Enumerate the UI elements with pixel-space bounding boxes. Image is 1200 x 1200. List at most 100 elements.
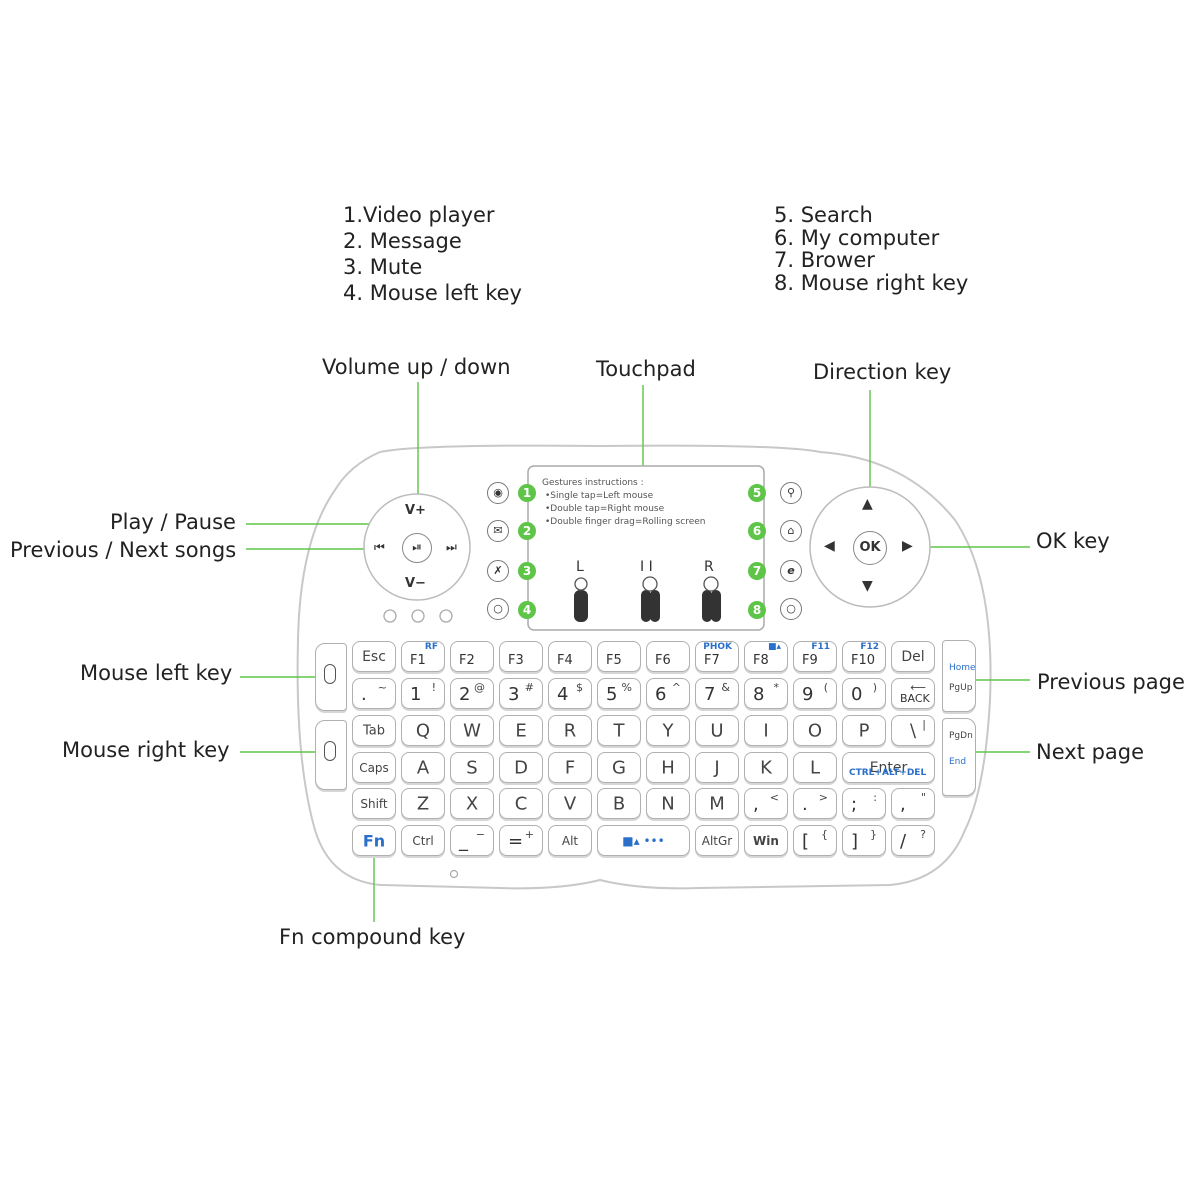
my-computer-icon[interactable]: ⌂ [780,520,802,542]
key-9[interactable]: 9( [793,678,837,709]
legend-right-item: 7. Brower [774,248,875,272]
key-win[interactable]: Win [744,825,788,856]
previous-song-button[interactable]: ⏮ [374,540,385,554]
key-symbol[interactable]: /? [891,825,935,856]
key-y[interactable]: Y [646,715,690,746]
key-x[interactable]: X [450,788,494,819]
key-symbol[interactable]: _− [450,825,494,856]
key-l[interactable]: L [793,752,837,783]
key-symbol[interactable]: .~ [352,678,396,709]
ok-button[interactable]: OK [853,531,887,565]
touchpad-line-2: •Double tap=Right mouse [545,504,665,514]
key-f5[interactable]: F5 [597,641,641,672]
pgdn-end-key[interactable]: PgDn End [942,718,976,796]
mouse-left-side-button[interactable] [315,643,347,711]
key-symbol[interactable]: ," [891,788,935,819]
key-f8[interactable]: F8■▴ [744,641,788,672]
key-u[interactable]: U [695,715,739,746]
key-t[interactable]: T [597,715,641,746]
key-8[interactable]: 8* [744,678,788,709]
key-symbol[interactable]: ;: [842,788,886,819]
volume-down-button[interactable]: V− [405,576,426,591]
key-o[interactable]: O [793,715,837,746]
key-shift-label: @ [474,681,485,694]
key-shift[interactable]: Shift [352,788,396,819]
key-del[interactable]: Del [891,641,935,672]
play-pause-button[interactable]: ⏯ [402,533,432,563]
mouse-right-side-button[interactable] [315,720,347,790]
key-2[interactable]: 2@ [450,678,494,709]
key-symbol[interactable]: ,< [744,788,788,819]
key-back[interactable]: BACK⟵ [891,678,935,709]
key-symbol[interactable]: ■▴ ••• [597,825,690,856]
key-z[interactable]: Z [401,788,445,819]
key-v[interactable]: V [548,788,592,819]
browser-icon[interactable]: e [780,560,802,582]
key-w[interactable]: W [450,715,494,746]
legend-left-item: 1.Video player [343,203,495,227]
key-i[interactable]: I [744,715,788,746]
mouse-left-icon[interactable]: ○ [487,598,509,620]
key-f3[interactable]: F3 [499,641,543,672]
key-c[interactable]: C [499,788,543,819]
key-symbol[interactable]: ]} [842,825,886,856]
key-altgr[interactable]: AltGr [695,825,739,856]
key-1[interactable]: 1! [401,678,445,709]
key-d[interactable]: D [499,752,543,783]
key-symbol[interactable]: [{ [793,825,837,856]
key-6[interactable]: 6^ [646,678,690,709]
key-5[interactable]: 5% [597,678,641,709]
key-f2[interactable]: F2 [450,641,494,672]
key-3[interactable]: 3# [499,678,543,709]
mute-icon[interactable]: ✗ [487,560,509,582]
arrow-right-button[interactable]: ▶ [902,538,913,554]
key-label: 2 [459,684,471,705]
key-q[interactable]: Q [401,715,445,746]
touchpad-letter-l: L [576,559,584,575]
arrow-up-button[interactable]: ▲ [862,496,873,512]
arrow-left-button[interactable]: ◀ [824,538,835,554]
key-alt[interactable]: Alt [548,825,592,856]
volume-up-button[interactable]: V+ [405,503,426,518]
next-song-button[interactable]: ⏭ [446,540,457,554]
key-f6[interactable]: F6 [646,641,690,672]
key-caps[interactable]: Caps [352,752,396,783]
key-shift-label: ^ [671,681,681,694]
key-f4[interactable]: F4 [548,641,592,672]
home-pgup-key[interactable]: Home PgUp [942,640,976,712]
key-s[interactable]: S [450,752,494,783]
key-g[interactable]: G [597,752,641,783]
key-label: B [612,793,626,814]
key-a[interactable]: A [401,752,445,783]
key-fn[interactable]: Fn [352,825,396,856]
mouse-right-icon[interactable]: ○ [780,598,802,620]
key-symbol[interactable]: .> [793,788,837,819]
key-k[interactable]: K [744,752,788,783]
key-symbol[interactable]: =+ [499,825,543,856]
key-ctrl[interactable]: Ctrl [401,825,445,856]
key-r[interactable]: R [548,715,592,746]
key-e[interactable]: E [499,715,543,746]
key-7[interactable]: 7& [695,678,739,709]
key-m[interactable]: M [695,788,739,819]
key-symbol[interactable]: \| [891,715,935,746]
video-player-icon[interactable]: ◉ [487,482,509,504]
key-esc[interactable]: Esc [352,641,396,672]
arrow-down-button[interactable]: ▼ [862,578,873,594]
key-j[interactable]: J [695,752,739,783]
key-f[interactable]: F [548,752,592,783]
key-4[interactable]: 4$ [548,678,592,709]
message-icon[interactable]: ✉ [487,520,509,542]
key-p[interactable]: P [842,715,886,746]
key-h[interactable]: H [646,752,690,783]
key-n[interactable]: N [646,788,690,819]
search-icon[interactable]: ⚲ [780,482,802,504]
key-b[interactable]: B [597,788,641,819]
key-0[interactable]: 0) [842,678,886,709]
key-tab[interactable]: Tab [352,715,396,746]
